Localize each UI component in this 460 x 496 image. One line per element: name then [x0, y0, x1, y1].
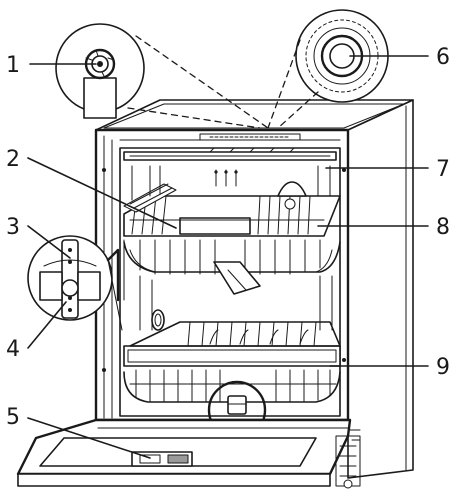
- lower-basket: [123, 321, 341, 403]
- cutlery-tray: [123, 169, 341, 237]
- callout-1: 1: [6, 53, 20, 78]
- callout-8: 8: [436, 215, 450, 240]
- detail-zoom-basket-adjuster: [27, 235, 123, 331]
- callout-labels: 1 2 3 4 5 6 7 8 9: [6, 45, 450, 430]
- detail-zoom-leveling-foot: [55, 23, 145, 119]
- top-spray-rail: [123, 147, 337, 161]
- callout-6: 6: [436, 45, 450, 70]
- callout-5: 5: [6, 405, 20, 430]
- open-door: [16, 418, 361, 489]
- callout-2: 2: [6, 147, 20, 172]
- callout-4: 4: [6, 337, 20, 362]
- zoom-projection-lines: [127, 35, 319, 129]
- callout-9: 9: [436, 355, 450, 380]
- leader-lines: [27, 55, 429, 459]
- callout-7: 7: [436, 157, 450, 182]
- upper-basket: [123, 165, 341, 331]
- callout-3: 3: [6, 215, 20, 240]
